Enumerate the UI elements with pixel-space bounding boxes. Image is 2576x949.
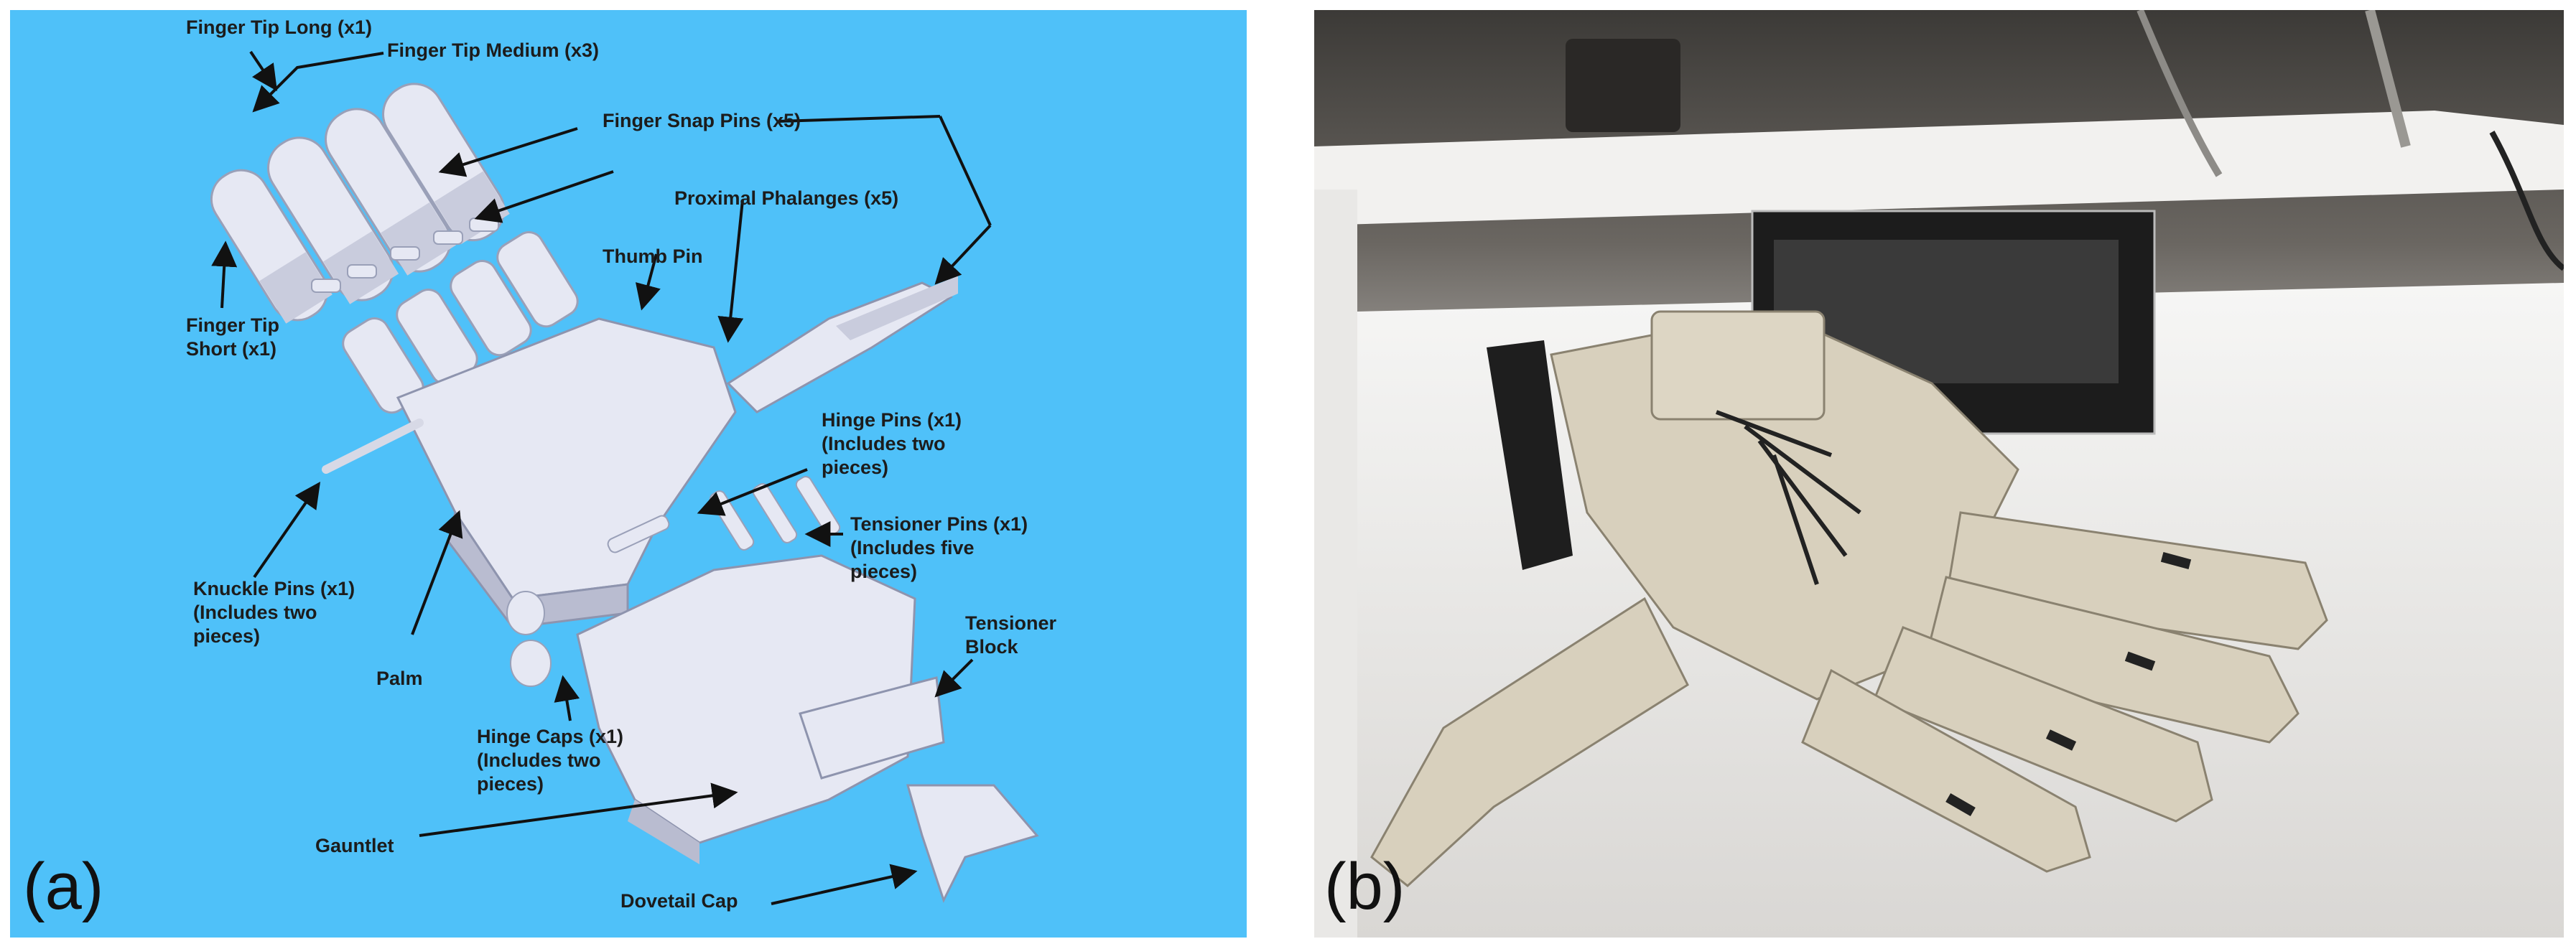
label-finger-tip-long: Finger Tip Long (x1) — [186, 17, 372, 38]
panel-b-tag: (b) — [1324, 850, 1405, 923]
snap-pins — [311, 218, 499, 293]
dovetail-cap-part — [906, 784, 1039, 903]
exploded-parts-diagram: Finger Tip Long (x1) Finger Tip Medium (… — [10, 10, 1247, 938]
label-finger-tip-medium: Finger Tip Medium (x3) — [387, 39, 600, 61]
label-hinge-pins: Hinge Pins (x1) (Includes two pieces) — [822, 409, 962, 478]
finger-tips — [210, 83, 510, 324]
label-thumb-pin: Thumb Pin — [603, 246, 703, 267]
label-finger-tip-short: Finger Tip Short (x1) — [186, 314, 280, 360]
printed-hand — [1370, 310, 2328, 887]
label-gauntlet: Gauntlet — [315, 835, 394, 856]
thumb-part — [726, 276, 958, 413]
label-knuckle-pins: Knuckle Pins (x1) (Includes two pieces) — [193, 578, 355, 647]
label-hinge-caps: Hinge Caps (x1) (Includes two pieces) — [477, 726, 624, 795]
label-palm: Palm — [376, 668, 423, 689]
label-finger-snap-pins: Finger Snap Pins (x5) — [603, 110, 801, 131]
label-tensioner-block: Tensioner Block — [965, 612, 1057, 658]
parts-illustration — [210, 50, 1039, 905]
photo-illustration — [1314, 10, 2564, 938]
label-proximal-phalanges: Proximal Phalanges (x5) — [674, 187, 899, 209]
callout-arrows — [211, 50, 992, 905]
printed-hand-photo: (b) — [1314, 10, 2564, 938]
label-dovetail-cap: Dovetail Cap — [620, 890, 738, 912]
panel-a-tag: (a) — [23, 850, 104, 923]
label-tensioner-pins: Tensioner Pins (x1) (Includes five piece… — [850, 513, 1028, 582]
tensioner-block-part — [799, 676, 945, 780]
